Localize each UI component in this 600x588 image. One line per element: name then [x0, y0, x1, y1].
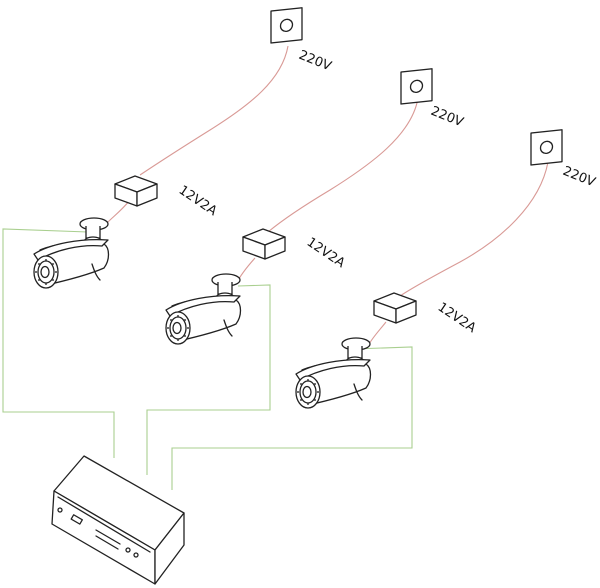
- power-cable-adapter-to-camera-3: [367, 321, 387, 347]
- outlet-3: [530, 129, 563, 166]
- adapter-3-label: 12V2A: [435, 300, 479, 336]
- power-cables: [107, 45, 549, 347]
- power-adapter-1: [114, 175, 158, 207]
- outlet-plate: [400, 68, 433, 105]
- outlet-plate: [530, 129, 563, 166]
- power-adapter-3: [373, 292, 417, 324]
- camera-3: [295, 337, 372, 409]
- outlet-plate: [270, 7, 303, 44]
- adapter-1-label: 12V2A: [176, 183, 220, 219]
- power-cable-outlet-to-adapter-1: [139, 45, 289, 176]
- outlet-1-voltage-label: 220V: [297, 48, 334, 75]
- adapter-2-label: 12V2A: [304, 235, 348, 271]
- outlet-1: [270, 7, 303, 44]
- dvr-recorder: [51, 455, 185, 585]
- power-cable-outlet-to-adapter-3: [399, 161, 549, 297]
- outlet-2: [400, 68, 433, 105]
- outlet-2-voltage-label: 220V: [429, 104, 466, 131]
- power-cable-adapter-to-camera-1: [107, 199, 131, 223]
- video-cable-camera-3: [171, 346, 413, 490]
- video-cable-camera-2: [146, 284, 271, 475]
- camera-2: [165, 273, 242, 345]
- power-cable-outlet-to-adapter-2: [267, 97, 419, 233]
- outlet-socket-icon: [409, 79, 424, 94]
- video-cable-camera-1: [2, 228, 115, 458]
- outlet-3-voltage-label: 220V: [561, 164, 598, 191]
- outlet-socket-icon: [279, 18, 294, 33]
- power-adapter-2: [242, 228, 286, 260]
- outlet-socket-icon: [539, 140, 554, 155]
- camera-1: [33, 217, 110, 289]
- dvr-side: [154, 512, 185, 585]
- video-cables: [2, 228, 413, 490]
